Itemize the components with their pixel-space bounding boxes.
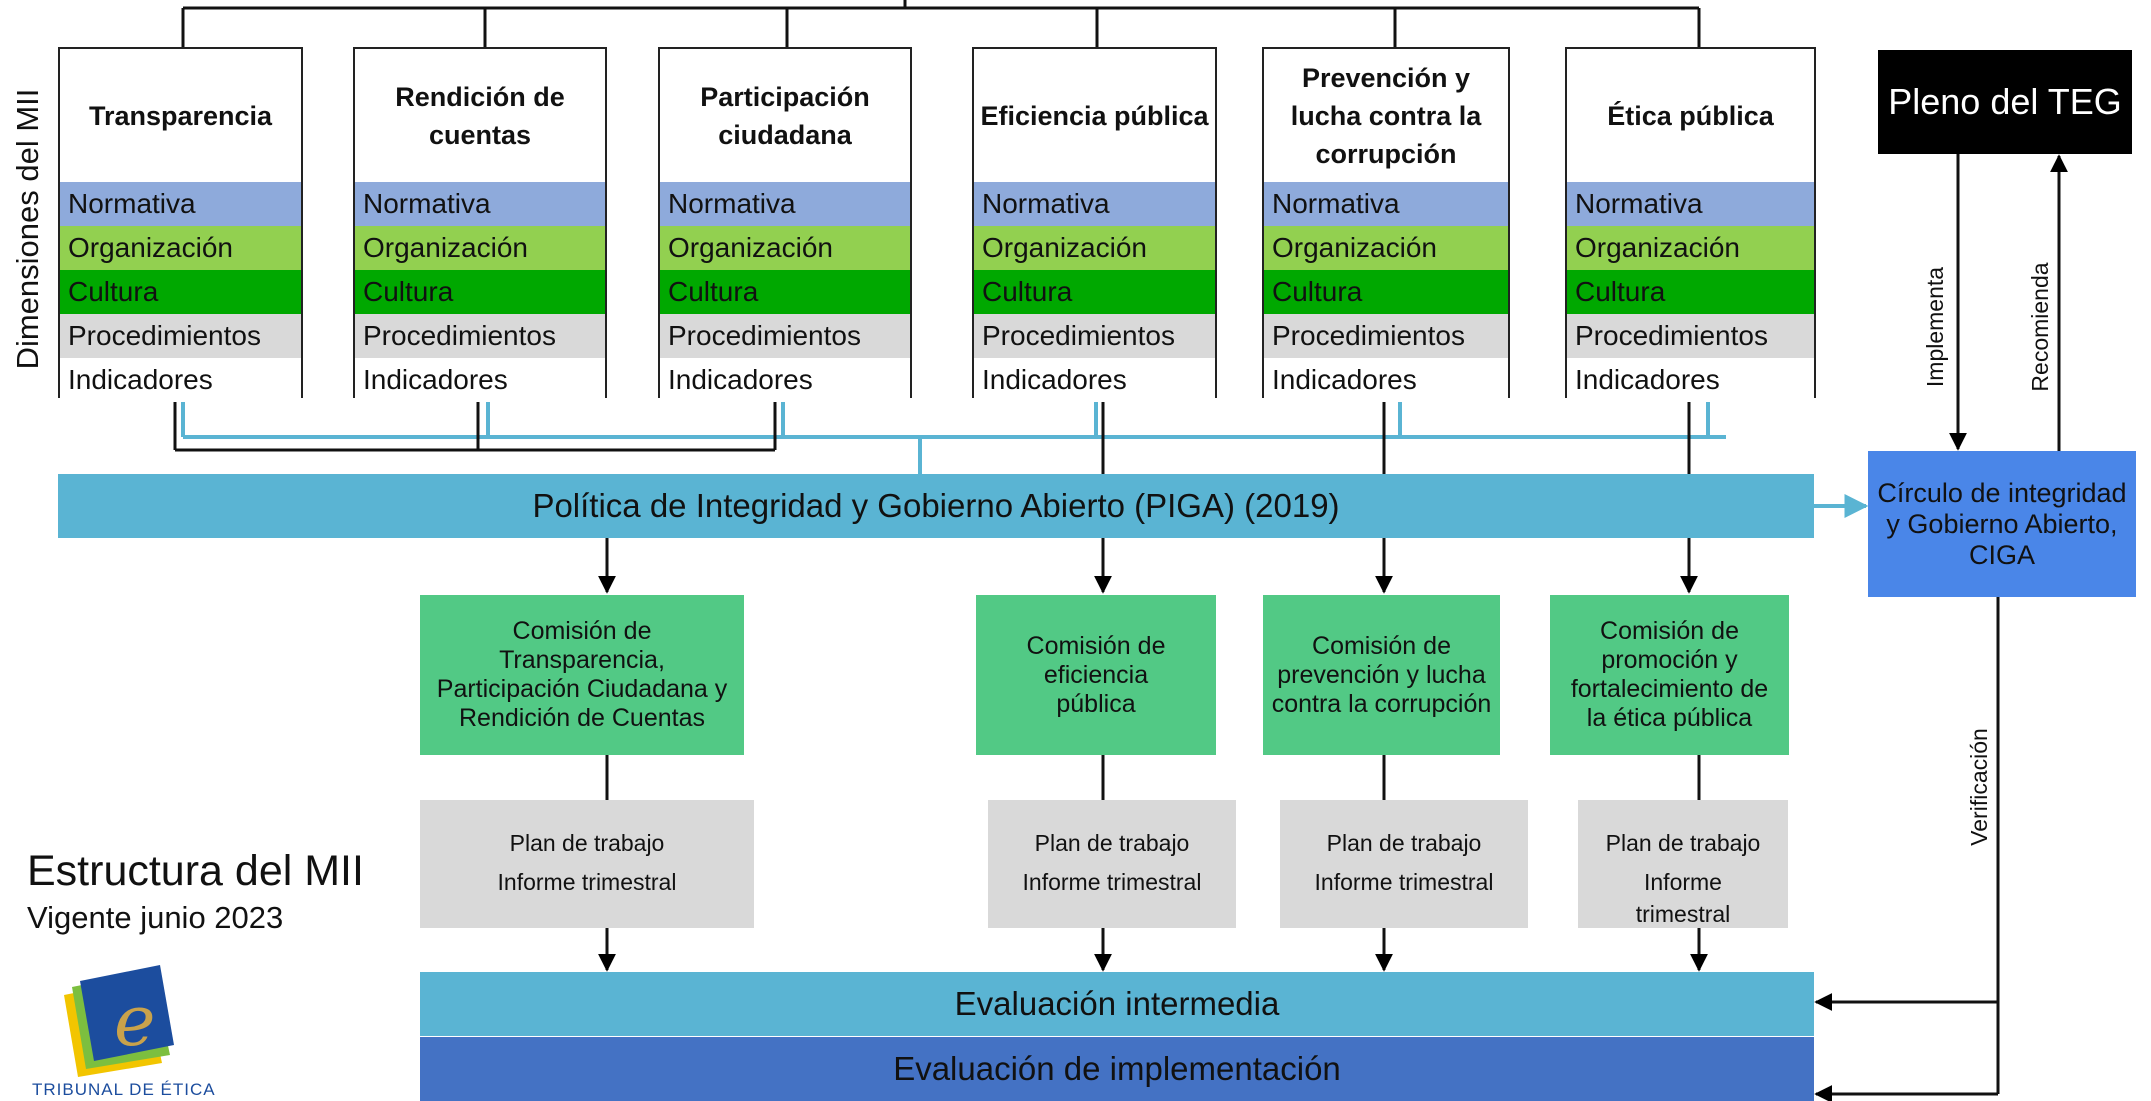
plan-transparencia: Plan de trabajo Informe trimestral bbox=[420, 800, 754, 928]
row-procedimientos: Procedimientos bbox=[60, 314, 301, 358]
dimension-title: Ética pública bbox=[1607, 100, 1774, 131]
dimension-prevencion: Prevención y lucha contra la corrupción … bbox=[1262, 47, 1510, 402]
row-cultura: Cultura bbox=[1264, 270, 1508, 314]
row-normativa: Normativa bbox=[660, 182, 910, 226]
dimension-eficiencia: Eficiencia pública Normativa Organizació… bbox=[972, 47, 1217, 402]
dimension-title: Prevención y lucha contra la corrupción bbox=[1290, 62, 1482, 169]
dimension-rows: Normativa Organización Cultura Procedimi… bbox=[1567, 182, 1814, 402]
pleno-ciga-arrows bbox=[1814, 154, 2068, 1101]
row-procedimientos: Procedimientos bbox=[974, 314, 1215, 358]
dimension-rows: Normativa Organización Cultura Procedimi… bbox=[1264, 182, 1508, 402]
row-organizacion: Organización bbox=[60, 226, 301, 270]
row-normativa: Normativa bbox=[1264, 182, 1508, 226]
row-procedimientos: Procedimientos bbox=[1264, 314, 1508, 358]
dimension-rows: Normativa Organización Cultura Procedimi… bbox=[660, 182, 910, 402]
dimension-rows: Normativa Organización Cultura Procedimi… bbox=[355, 182, 605, 402]
row-indicadores: Indicadores bbox=[1567, 358, 1814, 402]
dimension-transparencia: Transparencia Normativa Organización Cul… bbox=[58, 47, 303, 402]
ciga-box: Círculo de integridad y Gobierno Abierto… bbox=[1868, 451, 2136, 597]
plan-prevencion: Plan de trabajo Informe trimestral bbox=[1280, 800, 1528, 928]
row-organizacion: Organización bbox=[1567, 226, 1814, 270]
row-procedimientos: Procedimientos bbox=[1567, 314, 1814, 358]
row-cultura: Cultura bbox=[1567, 270, 1814, 314]
implementa-label: Implementa bbox=[1922, 266, 1948, 388]
row-normativa: Normativa bbox=[355, 182, 605, 226]
svg-text:e: e bbox=[114, 980, 155, 1062]
comision-transparencia: Comisión de Transparencia, Participación… bbox=[420, 595, 744, 755]
logo-text: TRIBUNAL DE ÉTICA bbox=[32, 1080, 216, 1099]
informe-trimestral: Informe trimestral bbox=[1314, 869, 1494, 895]
row-indicadores: Indicadores bbox=[974, 358, 1215, 402]
evaluacion-intermedia: Evaluación intermedia bbox=[420, 972, 1814, 1036]
blue-connectors bbox=[181, 398, 1869, 518]
piga-arrows bbox=[598, 538, 1698, 594]
logo-mark-icon: e bbox=[64, 965, 174, 1077]
row-indicadores: Indicadores bbox=[355, 358, 605, 402]
row-cultura: Cultura bbox=[660, 270, 910, 314]
diagram-subtitle: Vigente junio 2023 bbox=[27, 900, 284, 935]
row-indicadores: Indicadores bbox=[60, 358, 301, 402]
dimension-participacion: Participación ciudadana Normativa Organi… bbox=[658, 47, 912, 402]
plan-de-trabajo: Plan de trabajo bbox=[509, 830, 665, 856]
pleno-teg-box: Pleno del TEG bbox=[1878, 50, 2132, 154]
row-cultura: Cultura bbox=[60, 270, 301, 314]
tribunal-logo: e TRIBUNAL DE ÉTICA bbox=[32, 965, 244, 1101]
row-normativa: Normativa bbox=[1567, 182, 1814, 226]
row-organizacion: Organización bbox=[355, 226, 605, 270]
plan-de-trabajo: Plan de trabajo bbox=[1605, 830, 1761, 856]
comision-etica: Comisión de promoción y fortalecimiento … bbox=[1550, 595, 1789, 755]
piga-bar: Política de Integridad y Gobierno Abiert… bbox=[58, 474, 1814, 538]
row-indicadores: Indicadores bbox=[660, 358, 910, 402]
dimension-rows: Normativa Organización Cultura Procedimi… bbox=[974, 182, 1215, 402]
row-organizacion: Organización bbox=[1264, 226, 1508, 270]
black-connectors bbox=[173, 398, 1691, 474]
dimension-title: Participación ciudadana bbox=[700, 81, 870, 150]
plan-de-trabajo: Plan de trabajo bbox=[1326, 830, 1482, 856]
plan-eficiencia: Plan de trabajo Informe trimestral bbox=[988, 800, 1236, 928]
dimension-title: Transparencia bbox=[88, 100, 273, 131]
informe-trimestral: Informe trimestral bbox=[497, 869, 677, 895]
dimension-rendicion: Rendición de cuentas Normativa Organizac… bbox=[353, 47, 607, 402]
verificacion-label: Verificación bbox=[1966, 728, 1992, 846]
dimension-title: Rendición de cuentas bbox=[395, 81, 565, 150]
informe-trimestral: Informe trimestral bbox=[1635, 869, 1731, 927]
dimension-etica: Ética pública Normativa Organización Cul… bbox=[1565, 47, 1816, 402]
comision-eficiencia: Comisión de eficiencia pública bbox=[976, 595, 1216, 755]
row-normativa: Normativa bbox=[974, 182, 1215, 226]
row-organizacion: Organización bbox=[660, 226, 910, 270]
row-normativa: Normativa bbox=[60, 182, 301, 226]
row-organizacion: Organización bbox=[974, 226, 1215, 270]
plan-de-trabajo: Plan de trabajo bbox=[1034, 830, 1190, 856]
dimension-title: Eficiencia pública bbox=[980, 100, 1209, 131]
comision-prevencion: Comisión de prevención y lucha contra la… bbox=[1263, 595, 1500, 755]
row-procedimientos: Procedimientos bbox=[660, 314, 910, 358]
evaluacion-implementacion: Evaluación de implementación bbox=[420, 1037, 1814, 1101]
plan-etica: Plan de trabajo Informe trimestral bbox=[1578, 800, 1788, 928]
row-indicadores: Indicadores bbox=[1264, 358, 1508, 402]
dimension-rows: Normativa Organización Cultura Procedimi… bbox=[60, 182, 301, 402]
top-bracket bbox=[181, 0, 1701, 47]
side-label: Dimensiones del MII bbox=[10, 88, 45, 370]
comision-plan-lines bbox=[605, 755, 1701, 800]
informe-trimestral: Informe trimestral bbox=[1022, 869, 1202, 895]
row-cultura: Cultura bbox=[355, 270, 605, 314]
diagram-title: Estructura del MII bbox=[27, 847, 364, 895]
plan-eval-arrows bbox=[598, 928, 1708, 972]
row-procedimientos: Procedimientos bbox=[355, 314, 605, 358]
row-cultura: Cultura bbox=[974, 270, 1215, 314]
recomienda-label: Recomienda bbox=[2027, 262, 2053, 392]
